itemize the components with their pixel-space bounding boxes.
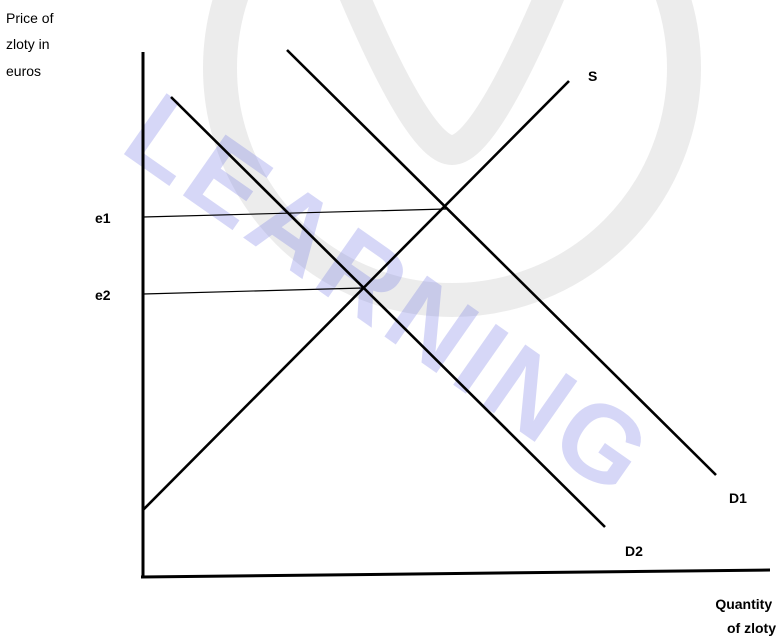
price-level-e1-label: e1 [95, 210, 111, 226]
demand-curve-d1-label: D1 [729, 490, 747, 506]
watermark-logo-mark [339, 0, 565, 166]
demand-curve-d2-label: D2 [625, 543, 643, 559]
watermark-text: LEARNING [105, 70, 676, 520]
x-axis-label-line-2: of zloty [727, 620, 776, 636]
y-axis-label-line-3: euros [6, 63, 41, 79]
x-axis [140, 568, 771, 579]
y-axis-label: Price of zloty in euros [6, 10, 57, 79]
e1-guide-line [142, 208, 447, 218]
e2-guide-line [142, 287, 364, 295]
supply-curve [142, 80, 570, 511]
supply-curve-label: S [588, 68, 597, 84]
x-axis-label-line-1: Quantity [715, 596, 772, 612]
demand-curve-d2 [170, 96, 606, 528]
watermark-logo-ring [203, 0, 701, 317]
x-axis-label: Quantity of zloty [715, 596, 776, 636]
y-axis-label-line-2: zloty in [6, 36, 50, 52]
demand-curve-d1 [286, 49, 717, 476]
y-axis-label-line-1: Price of [6, 10, 54, 26]
price-level-e2-label: e2 [95, 287, 111, 303]
